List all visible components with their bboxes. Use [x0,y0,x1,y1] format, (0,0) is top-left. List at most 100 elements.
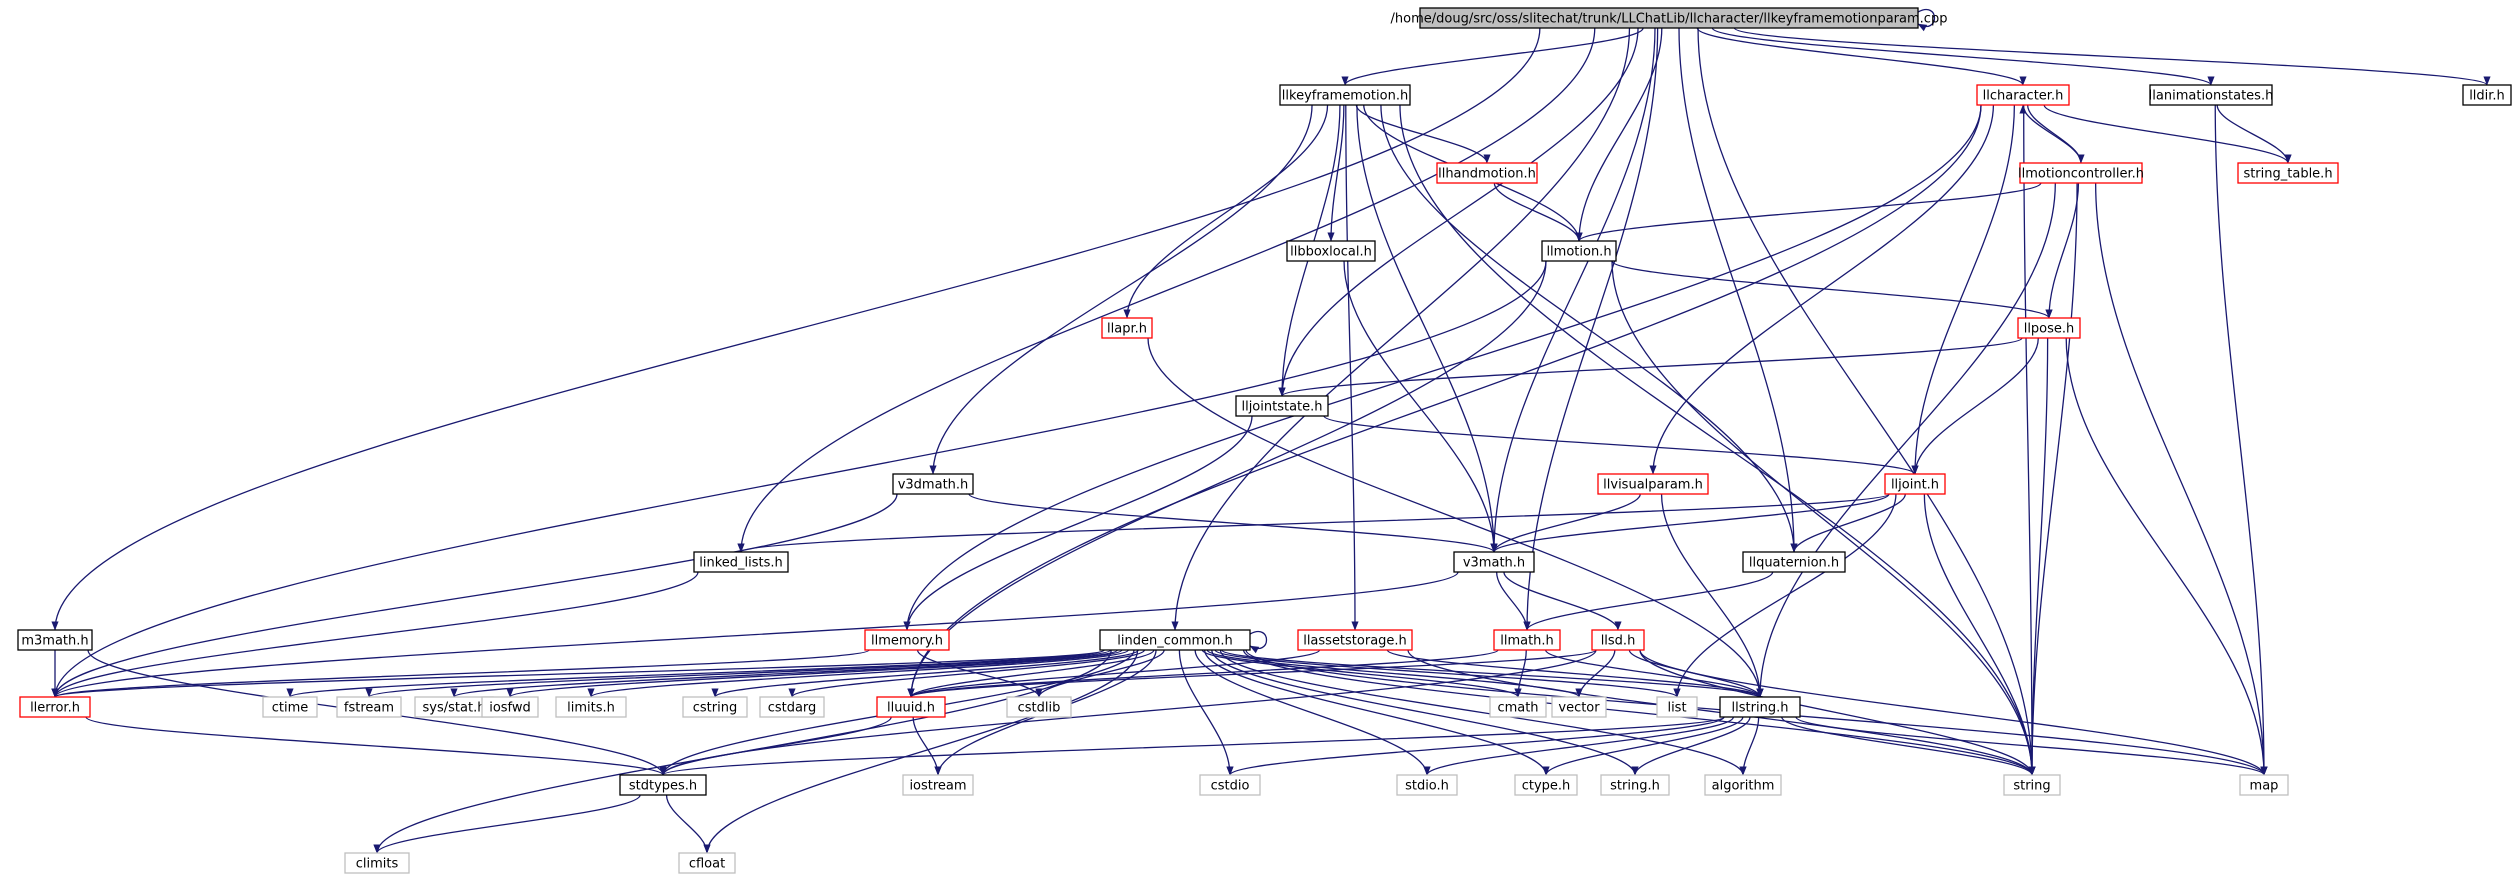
node-cstring[interactable]: cstring [682,696,748,718]
node-label: algorithm [1712,779,1775,794]
edge-root-to-lldir [1733,27,2491,86]
node-llhandmotion[interactable]: llhandmotion.h [1436,162,1538,184]
node-box [17,629,93,651]
node-v3dmath[interactable]: v3dmath.h [892,473,974,495]
node-root[interactable]: /home/doug/src/oss/slitechat/trunk/LLCha… [1391,7,1948,29]
node-lldir[interactable]: lldir.h [2462,84,2512,106]
node-llanimationstates[interactable]: llanimationstates.h [2149,84,2274,106]
node-llapr[interactable]: llapr.h [1101,317,1153,339]
node-box [1514,774,1578,796]
node-vector[interactable]: vector [1551,696,1607,718]
node-label: llcharacter.h [1983,89,2064,104]
edge-llpose-to-map [2065,337,2268,776]
edge-lljoint-to-v3math [1490,493,1890,553]
node-iostream[interactable]: iostream [902,774,974,796]
node-lluuid[interactable]: lluuid.h [876,696,946,718]
node-box [262,696,318,718]
edge-llstring-to-map [1795,716,2268,776]
edge-linden-common-to-sys-stat [450,649,1118,698]
edge-llassetstorage-to-lluuid [907,649,1321,698]
node-stdtypes[interactable]: stdtypes.h [619,774,707,796]
edge-llmemory-to-llerror [51,649,870,698]
edge-lluuid-to-iostream [912,716,942,776]
edge-llstring-to-algorithm [1739,716,1760,776]
node-fstream[interactable]: fstream [336,696,402,718]
edge-llvisualparam-to-v3math [1490,493,1641,553]
edge-llapr-to-llstring [1147,337,1764,698]
node-llsd[interactable]: llsd.h [1591,629,1645,651]
node-string-h[interactable]: string.h [1600,774,1670,796]
node-climits[interactable]: climits [344,852,410,874]
node-algorithm[interactable]: algorithm [1704,774,1782,796]
node-llerror[interactable]: llerror.h [19,696,91,718]
node-box [892,473,974,495]
node-llmotioncontroller[interactable]: llmotioncontroller.h [2018,162,2144,184]
node-llquaternion[interactable]: llquaternion.h [1742,551,1846,573]
node-cstdio[interactable]: cstdio [1199,774,1261,796]
node-m3math[interactable]: m3math.h [17,629,93,651]
edge-root-to-llmotion [1575,27,1663,242]
node-limits-h[interactable]: limits.h [555,696,627,718]
node-label: lldir.h [2469,89,2505,104]
node-cmath[interactable]: cmath [1489,696,1547,718]
node-box [682,696,748,718]
node-string-table[interactable]: string_table.h [2237,162,2339,184]
node-cstdlib[interactable]: cstdlib [1006,696,1072,718]
node-label: llanimationstates.h [2149,89,2274,104]
edge-linden-common-to-limits-h [587,649,1129,698]
node-lljoint[interactable]: lljoint.h [1884,473,1946,495]
edge-llstring-to-cstdio [1226,716,1725,776]
node-cstdarg[interactable]: cstdarg [759,696,825,718]
edge-root-to-linden-common [1171,27,1631,631]
node-llkeyframemotion[interactable]: llkeyframemotion.h [1279,84,1411,106]
node-box [481,696,539,718]
node-llpose[interactable]: llpose.h [2017,317,2081,339]
node-cfloat[interactable]: cfloat [678,852,736,874]
node-label: llerror.h [30,701,80,716]
node-string[interactable]: string [2003,774,2061,796]
node-label: llmotioncontroller.h [2018,167,2144,182]
node-llbboxlocal[interactable]: llbboxlocal.h [1286,240,1376,262]
node-box [2017,317,2081,339]
node-lljointstate[interactable]: lljointstate.h [1235,395,1329,417]
node-linden-common[interactable]: linden_common.h [1099,629,1251,651]
node-llstring[interactable]: llstring.h [1719,696,1801,718]
node-box [2462,84,2512,106]
node-box [876,696,946,718]
node-box [1551,696,1607,718]
edge-root-to-llcharacter [1696,27,2027,86]
node-box [2237,162,2339,184]
node-label: limits.h [567,701,615,716]
node-label: llbboxlocal.h [1290,245,1372,260]
node-iosfwd[interactable]: iosfwd [481,696,539,718]
edge-llcharacter-to-lluuid [907,104,1982,698]
edge-linden-common-to-string-h [1211,649,1639,776]
edge-lljointstate-to-lljoint [1323,415,1919,475]
node-box [1742,551,1846,573]
edge-llcharacter-to-string [2023,104,2036,776]
node-llmotion[interactable]: llmotion.h [1541,240,1617,262]
edge-lljointstate-to-llmemory [903,415,1253,631]
edge-llmath-to-cmath [1514,649,1527,698]
node-llmath[interactable]: llmath.h [1493,629,1561,651]
node-box [1719,696,1801,718]
node-box [336,696,402,718]
node-map[interactable]: map [2239,774,2289,796]
node-list[interactable]: list [1656,696,1698,718]
node-box [1600,774,1670,796]
node-llcharacter[interactable]: llcharacter.h [1976,84,2070,106]
edge-llsd-to-lluuid [907,649,1597,698]
node-linked-lists[interactable]: linked_lists.h [693,551,789,573]
node-sys-stat[interactable]: sys/stat.h [414,696,494,718]
node-stdio-h[interactable]: stdio.h [1396,774,1458,796]
node-llvisualparam[interactable]: llvisualparam.h [1597,473,1709,495]
node-v3math[interactable]: v3math.h [1453,551,1535,573]
edge-llcharacter-to-llmotioncontroller [2026,104,2085,164]
edge-linden-common-to-algorithm [1219,649,1747,776]
node-llassetstorage[interactable]: llassetstorage.h [1297,629,1413,651]
node-box [1493,629,1561,651]
node-llmemory[interactable]: llmemory.h [864,629,950,651]
node-ctime[interactable]: ctime [262,696,318,718]
edge-v3dmath-to-llerror [51,493,898,698]
node-ctype-h[interactable]: ctype.h [1514,774,1578,796]
